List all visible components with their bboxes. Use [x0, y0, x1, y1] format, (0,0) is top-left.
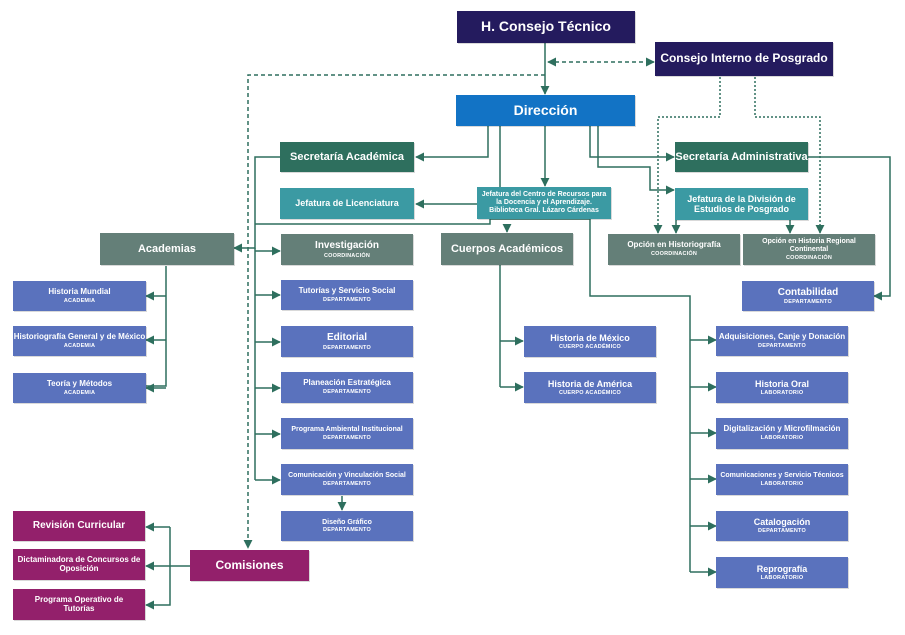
dept-sub: DEPARTAMENTO [323, 389, 371, 396]
box-academia-teoria-metodos: Teoría y Métodos ACADEMIA [13, 373, 146, 403]
box-consejo-tecnico: H. Consejo Técnico [457, 11, 635, 43]
dept-sub: DEPARTAMENTO [323, 344, 371, 351]
dept-name: Diseño Gráfico [322, 518, 372, 526]
cuerpos-title: Cuerpos Académicos [450, 242, 564, 255]
box-adquisiciones: Adquisiciones, Canje y Donación DEPARTAM… [716, 326, 848, 356]
box-jefatura-licenciatura: Jefatura de Licenciatura [280, 188, 414, 219]
opcion-name: Opción en Historia Regional Continental [762, 238, 856, 253]
box-academia-historiografia: Historiografía General y de México ACADE… [13, 326, 146, 356]
box-secretaria-academica: Secretaría Académica [280, 142, 414, 172]
dept-name: Tutorías y Servicio Social [298, 285, 396, 295]
cuerpo-name: Historia de América [547, 378, 633, 389]
biblio-sub: DEPARTAMENTO [758, 528, 806, 535]
box-digitalizacion: Digitalización y Microfilmación LABORATO… [716, 418, 848, 449]
jefatura-licenciatura-label: Jefatura de Licenciatura [295, 198, 399, 209]
box-reprografia: Reprografía LABORATORIO [716, 557, 848, 588]
box-historia-oral: Historia Oral LABORATORIO [716, 372, 848, 403]
comision-name: Programa Operativo de Tutorías [34, 594, 124, 613]
academia-name: Historia Mundial [48, 286, 111, 296]
consejo-posgrado-label: Consejo Interno de Posgrado [660, 51, 828, 66]
biblio-name: Catalogación [753, 517, 811, 528]
box-programa-operativo: Programa Operativo de Tutorías [13, 589, 145, 620]
comisiones-title: Comisiones [215, 557, 284, 572]
box-secretaria-administrativa: Secretaría Administrativa [675, 142, 808, 172]
biblio-name: Digitalización y Microfilmación [723, 424, 841, 434]
academia-sub: ACADEMIA [63, 389, 96, 396]
jefatura-centro-recursos-label: Jefatura del Centro de Recursos para la … [481, 191, 607, 214]
comision-name: Revisión Curricular [32, 520, 126, 532]
biblio-sub: LABORATORIO [760, 574, 804, 581]
box-tutorias: Tutorías y Servicio Social DEPARTAMENTO [281, 280, 413, 310]
box-diseno-grafico: Diseño Gráfico DEPARTAMENTO [281, 511, 413, 541]
box-catalogacion: Catalogación DEPARTAMENTO [716, 511, 848, 541]
academia-name: Historiografía General y de México [13, 331, 146, 341]
investigacion-sub: COORDINACIÓN [323, 252, 371, 259]
investigacion-name: Investigación [315, 240, 379, 252]
academias-title: Academias [137, 242, 197, 255]
biblio-name: Comunicaciones y Servicio Técnicos [720, 472, 844, 479]
box-academias: Academias [100, 233, 234, 265]
dept-sub: DEPARTAMENTO [323, 296, 371, 303]
box-academia-historia-mundial: Historia Mundial ACADEMIA [13, 281, 146, 311]
cuerpo-sub: CUERPO ACADÉMICO [559, 389, 621, 396]
contabilidad-sub: DEPARTAMENTO [784, 299, 832, 306]
opcion-sub: COORDINACIÓN [650, 251, 698, 258]
secretaria-administrativa-label: Secretaría Administrativa [675, 150, 808, 163]
opcion-name: Opción en Historiografía [627, 240, 721, 250]
box-direccion: Dirección [456, 95, 635, 126]
biblio-name: Reprografía [756, 563, 808, 574]
academia-name: Teoría y Métodos [46, 378, 113, 388]
box-investigacion: Investigación COORDINACIÓN [281, 234, 413, 265]
box-comunicacion-vinculacion: Comunicación y Vinculación Social DEPART… [281, 464, 413, 495]
cuerpo-name: Historia de México [550, 332, 630, 343]
box-contabilidad: Contabilidad DEPARTAMENTO [742, 281, 874, 311]
biblio-sub: DEPARTAMENTO [758, 342, 806, 349]
opcion-sub: COORDINACIÓN [785, 254, 833, 261]
comision-name: Dictaminadora de Concursos de Oposición [17, 554, 141, 573]
contabilidad-name: Contabilidad [777, 286, 839, 298]
box-opcion-historiografia: Opción en Historiografía COORDINACIÓN [608, 234, 740, 265]
dept-name: Planeación Estratégica [303, 378, 391, 388]
dept-name: Comunicación y Vinculación Social [288, 472, 406, 479]
box-cuerpo-historia-america: Historia de América CUERPO ACADÉMICO [524, 372, 656, 403]
box-revision-curricular: Revisión Curricular [13, 511, 145, 541]
box-planeacion: Planeación Estratégica DEPARTAMENTO [281, 372, 413, 403]
box-jefatura-posgrado: Jefatura de la División de Estudios de P… [675, 188, 808, 220]
dept-name: Editorial [326, 332, 367, 344]
secretaria-academica-label: Secretaría Académica [290, 150, 404, 163]
box-cuerpos-academicos: Cuerpos Académicos [441, 233, 573, 265]
biblio-sub: LABORATORIO [760, 480, 804, 487]
box-opcion-historia-regional: Opción en Historia Regional Continental … [743, 234, 875, 265]
dept-sub: DEPARTAMENTO [323, 434, 371, 441]
consejo-tecnico-label: H. Consejo Técnico [481, 18, 611, 35]
box-programa-ambiental: Programa Ambiental Institucional DEPARTA… [281, 418, 413, 449]
box-comisiones: Comisiones [190, 550, 309, 581]
box-consejo-posgrado: Consejo Interno de Posgrado [655, 42, 833, 76]
direccion-label: Dirección [513, 101, 578, 118]
academia-sub: ACADEMIA [63, 342, 96, 349]
dept-sub: DEPARTAMENTO [323, 480, 371, 487]
biblio-name: Historia Oral [754, 378, 810, 389]
academia-sub: ACADEMIA [63, 297, 96, 304]
biblio-name: Adquisiciones, Canje y Donación [718, 331, 846, 341]
box-jefatura-centro-recursos: Jefatura del Centro de Recursos para la … [477, 187, 611, 219]
jefatura-posgrado-label: Jefatura de la División de Estudios de P… [687, 193, 796, 214]
biblio-sub: LABORATORIO [760, 389, 804, 396]
cuerpo-sub: CUERPO ACADÉMICO [559, 343, 621, 350]
box-editorial: Editorial DEPARTAMENTO [281, 326, 413, 357]
box-cuerpo-historia-mexico: Historia de México CUERPO ACADÉMICO [524, 326, 656, 357]
box-comunicaciones-servicio: Comunicaciones y Servicio Técnicos LABOR… [716, 464, 848, 495]
dept-sub: DEPARTAMENTO [323, 527, 371, 534]
dept-name: Programa Ambiental Institucional [291, 426, 403, 433]
biblio-sub: LABORATORIO [760, 435, 804, 442]
box-dictaminadora: Dictaminadora de Concursos de Oposición [13, 549, 145, 580]
